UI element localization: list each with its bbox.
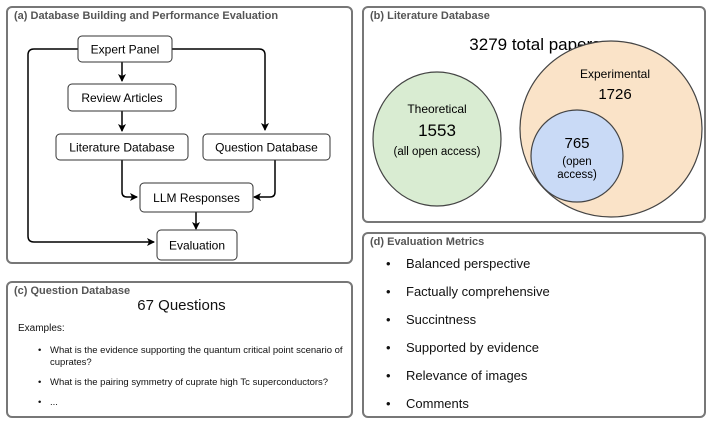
svg-text:Evaluation: Evaluation	[169, 239, 225, 253]
node-literature-database: Literature Database	[55, 133, 189, 161]
svg-text:Question Database: Question Database	[215, 141, 318, 155]
open-access-note-1: (open	[562, 156, 591, 168]
node-evaluation: Evaluation	[156, 229, 238, 261]
theoretical-circle	[372, 71, 502, 207]
list-item: Succintness	[378, 308, 550, 336]
theoretical-label: Theoretical	[407, 102, 466, 116]
panel-d-title: (d) Evaluation Metrics	[370, 236, 485, 248]
node-expert-panel: Expert Panel	[77, 35, 173, 63]
open-access-circle	[530, 109, 624, 203]
list-item: What is the pairing symmetry of cuprate …	[38, 377, 343, 389]
list-item: Relevance of images	[378, 364, 550, 392]
theoretical-count: 1553	[418, 121, 456, 140]
edge-expert-qdb	[172, 48, 269, 131]
svg-text:Literature Database: Literature Database	[69, 141, 175, 155]
node-review-articles: Review Articles	[67, 83, 177, 112]
panel-b-title: (b) Literature Database	[370, 10, 490, 22]
examples-label: Examples:	[18, 323, 65, 334]
open-access-count: 765	[564, 135, 589, 152]
svg-text:Expert Panel: Expert Panel	[91, 43, 160, 57]
experimental-label: Experimental	[580, 67, 650, 81]
svg-text:Review Articles: Review Articles	[81, 91, 162, 105]
list-item: Balanced perspective	[378, 252, 550, 280]
panel-evaluation-metrics: (d) Evaluation Metrics Balanced perspect…	[362, 232, 706, 418]
panel-question-database: (c) Question Database 67 Questions Examp…	[6, 281, 353, 418]
edge-litdb-llm	[121, 160, 138, 201]
edge-qdb-llm	[253, 160, 276, 201]
example-question-list: What is the evidence supporting the quan…	[38, 345, 343, 417]
list-item: What is the evidence supporting the quan…	[38, 345, 343, 369]
flowchart: Expert Panel Review Articles Literature …	[27, 35, 331, 261]
svg-text:LLM Responses: LLM Responses	[153, 191, 240, 205]
question-count: 67 Questions	[137, 297, 226, 314]
list-item: ...	[38, 397, 343, 409]
list-item: Comments	[378, 392, 550, 420]
panel-literature-database: (b) Literature Database 3279 total paper…	[362, 6, 706, 223]
panel-database-building: (a) Database Building and Performance Ev…	[6, 6, 353, 264]
total-papers: 3279 total papers	[469, 35, 600, 54]
node-question-database: Question Database	[202, 133, 331, 161]
metrics-list: Balanced perspective Factually comprehen…	[378, 252, 550, 420]
theoretical-note: (all open access)	[394, 146, 481, 158]
panel-c-title: (c) Question Database	[14, 285, 131, 297]
node-llm-responses: LLM Responses	[139, 182, 254, 213]
venn-diagram: 3279 total papers Theoretical 1553 (all …	[372, 35, 703, 218]
open-access-note-2: access)	[557, 169, 597, 181]
list-item: Factually comprehensive	[378, 280, 550, 308]
panel-a-title: (a) Database Building and Performance Ev…	[14, 10, 279, 22]
experimental-count: 1726	[598, 86, 631, 103]
edge-expert-eval	[27, 48, 155, 246]
list-item: Supported by evidence	[378, 336, 550, 364]
